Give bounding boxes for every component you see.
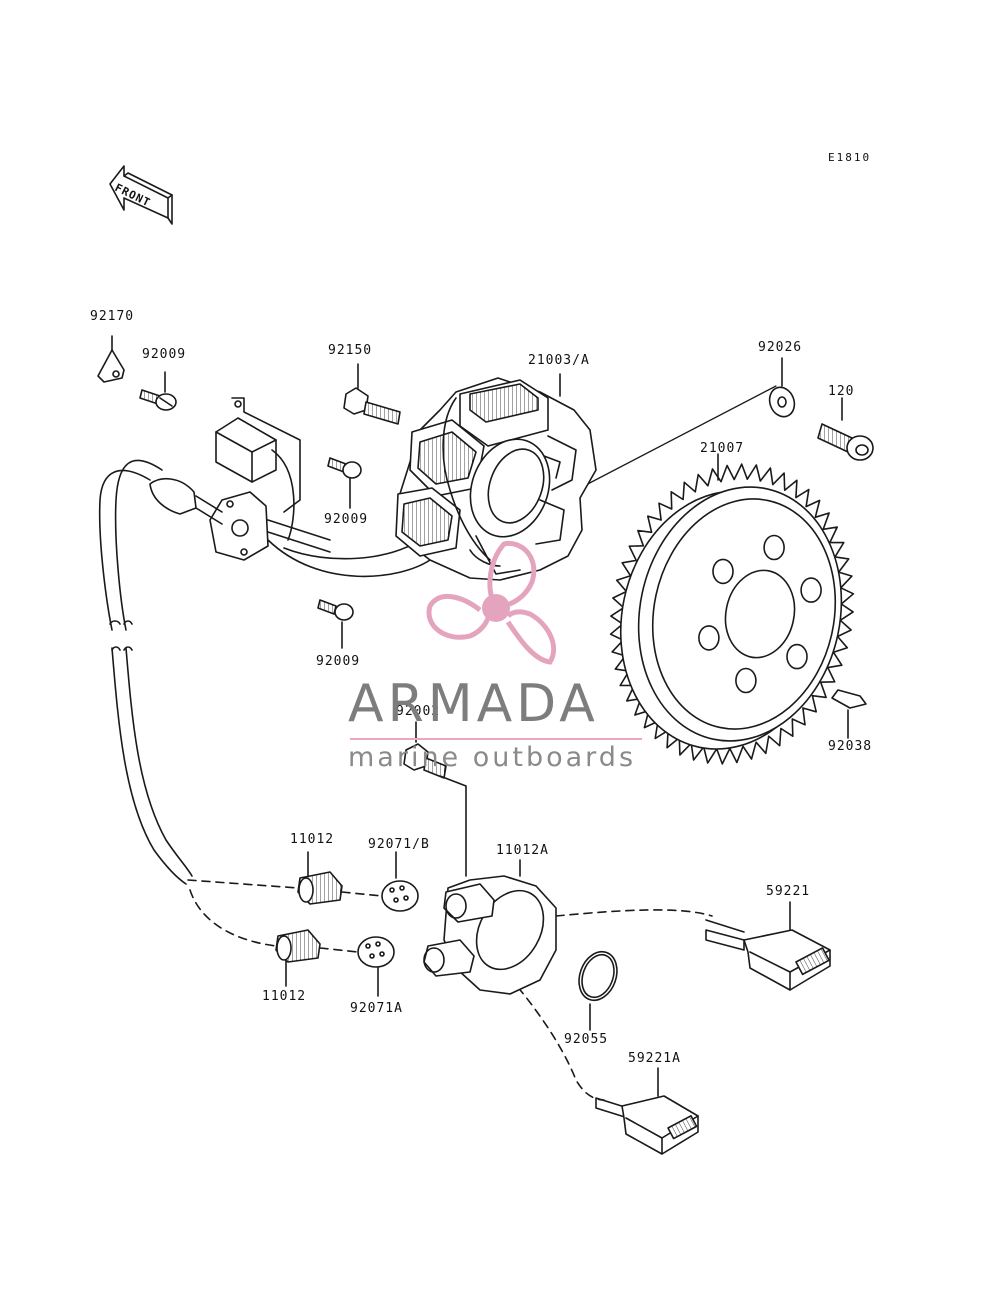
label-92071b: 92071/B <box>368 837 430 852</box>
diagram-code: E1810 <box>828 151 872 164</box>
part-11012-cap-lower <box>275 929 321 987</box>
label-92002: 92002 <box>396 704 441 719</box>
pickup-coil <box>215 397 301 541</box>
label-92071a: 92071A <box>350 1001 403 1016</box>
part-92002-bolt <box>403 721 467 877</box>
label-92038: 92038 <box>828 739 873 754</box>
part-92055-o-ring <box>578 950 618 1031</box>
watermark-divider <box>350 738 642 740</box>
label-92009-1: 92009 <box>142 347 187 362</box>
label-120: 120 <box>828 384 855 399</box>
part-92038-key <box>831 689 867 739</box>
part-92071a-terminal <box>357 936 395 997</box>
part-92026-washer <box>579 357 796 489</box>
wire-runs <box>187 879 713 1101</box>
part-59221-connector <box>705 901 831 991</box>
propeller-logo-icon <box>426 540 557 665</box>
label-59221a: 59221A <box>628 1051 681 1066</box>
label-92009-2: 92009 <box>324 512 369 527</box>
part-11012-cap-upper <box>297 851 343 905</box>
label-92055: 92055 <box>564 1032 609 1047</box>
part-92150-bolt <box>343 363 401 425</box>
flywheel-bolt-hole <box>735 667 757 694</box>
label-92170: 92170 <box>90 309 135 324</box>
part-92009-screw-3 <box>317 599 354 649</box>
stator-21003 <box>395 373 597 581</box>
front-arrow-icon <box>109 165 173 225</box>
label-11012-2: 11012 <box>262 989 307 1004</box>
part-92009-screw-1 <box>139 371 177 411</box>
label-92026: 92026 <box>758 340 803 355</box>
part-92071b-terminal <box>381 851 419 912</box>
label-92150: 92150 <box>328 343 373 358</box>
flywheel-bolt-hole <box>712 558 734 585</box>
watermark-brand: ARMADA <box>348 674 599 734</box>
wire-harness <box>98 459 431 885</box>
label-21007: 21007 <box>700 441 745 456</box>
flywheel-bolt-holes <box>698 534 822 694</box>
label-21003: 21003/A <box>528 353 590 368</box>
flywheel-bolt-hole <box>763 534 785 561</box>
label-92009-3: 92009 <box>316 654 361 669</box>
label-11012A: 11012A <box>496 843 549 858</box>
part-11012A-ignition-coil <box>423 859 557 995</box>
flywheel-bolt-hole <box>800 577 822 603</box>
label-59221: 59221 <box>766 884 811 899</box>
flywheel-bolt-hole <box>786 643 808 670</box>
part-92009-screw-2 <box>327 457 362 509</box>
watermark-tagline: marine outboards <box>348 742 637 773</box>
part-120-bolt <box>817 397 874 461</box>
flywheel-bolt-hole <box>698 625 720 651</box>
part-59221a-connector <box>595 1067 699 1155</box>
flywheel-21007 <box>609 453 855 765</box>
part-92170-key <box>97 335 125 383</box>
label-11012-1: 11012 <box>290 832 335 847</box>
